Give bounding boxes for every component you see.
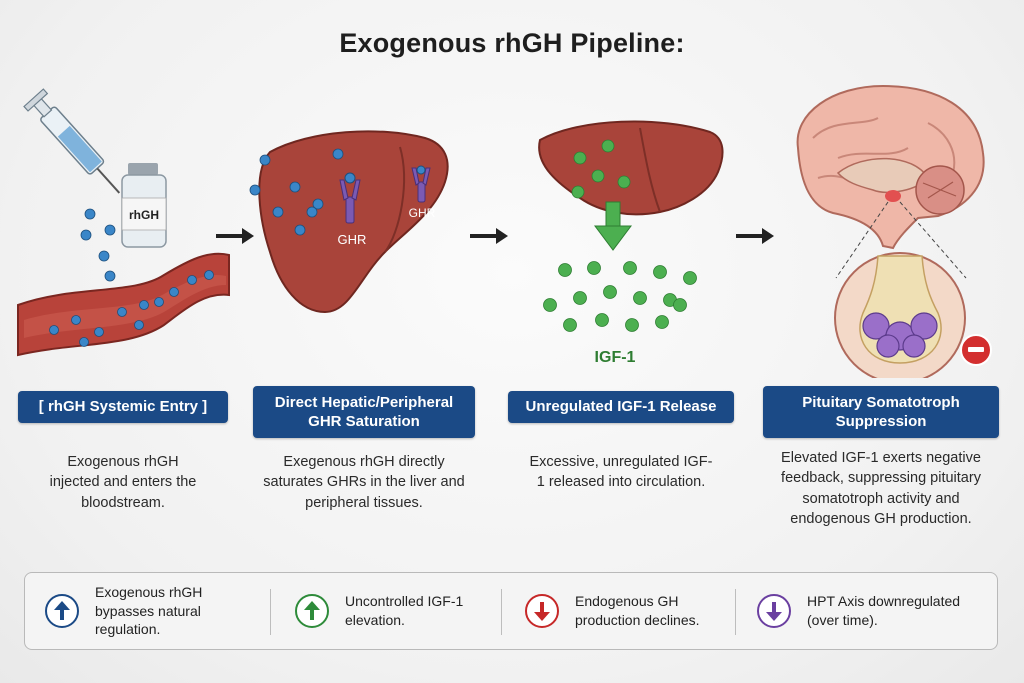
liver-igf-illustration: IGF-1 [538, 120, 724, 366]
legend-divider [501, 589, 502, 635]
arrow-down-icon [525, 594, 559, 628]
flow-arrow-3 [736, 228, 774, 244]
stage-label-ghr-saturation: Direct Hepatic/Peripheral GHR Saturation [253, 386, 475, 438]
igf-label: IGF-1 [595, 349, 636, 366]
legend-item-rhgh: Exogenous rhGH bypasses natural regulati… [45, 573, 275, 649]
legend-text-igf: Uncontrolled IGF-1 elevation. [345, 593, 464, 628]
legend-text-hpt: HPT Axis downregulated (over time). [807, 593, 961, 628]
brain-pituitary-illustration [796, 84, 992, 378]
ghr-label-1: GHR [338, 232, 367, 247]
stage-desc-igf-release: Excessive, unregulated IGF-1 released in… [529, 454, 713, 491]
legend-box: Exogenous rhGH bypasses natural regulati… [24, 572, 998, 650]
stage-desc-ghr-saturation: Exegenous rhGH directly saturates GHRs i… [263, 454, 465, 511]
stage-label-igf-release: Unregulated IGF-1 Release [508, 391, 734, 423]
stage-label-systemic-entry: [ rhGH Systemic Entry ] [18, 391, 228, 423]
vial-label: rhGH [129, 208, 159, 222]
stage-label-pituitary-suppression: Pituitary Somatotroph Suppression [763, 386, 999, 438]
legend-item-hpt: HPT Axis downregulated (over time). [757, 573, 987, 649]
stage-desc-pituitary-suppression: Elevated IGF-1 exerts negative feedback,… [781, 450, 981, 527]
legend-item-igf: Uncontrolled IGF-1 elevation. [295, 573, 505, 649]
ghr-label-2: GHR [409, 206, 436, 220]
syringe-vessel-illustration: rhGH [17, 88, 230, 357]
legend-text-rhgh: Exogenous rhGH bypasses natural regulati… [95, 583, 203, 638]
legend-item-gh: Endogenous GH production declines. [525, 573, 745, 649]
arrow-up-icon [45, 594, 79, 628]
legend-text-gh: Endogenous GH production declines. [575, 593, 700, 628]
flow-arrow-2 [470, 228, 508, 244]
page-title: Exogenous rhGH Pipeline: [339, 28, 685, 58]
arrow-up-icon [295, 594, 329, 628]
legend-divider [735, 589, 736, 635]
flow-arrow-1 [216, 228, 254, 244]
stage-desc-systemic-entry: Exogenous rhGH injected and enters the b… [49, 454, 197, 511]
arrow-down-icon [757, 594, 791, 628]
liver-receptor-illustration: GHR GHR [249, 130, 449, 314]
legend-divider [270, 589, 271, 635]
